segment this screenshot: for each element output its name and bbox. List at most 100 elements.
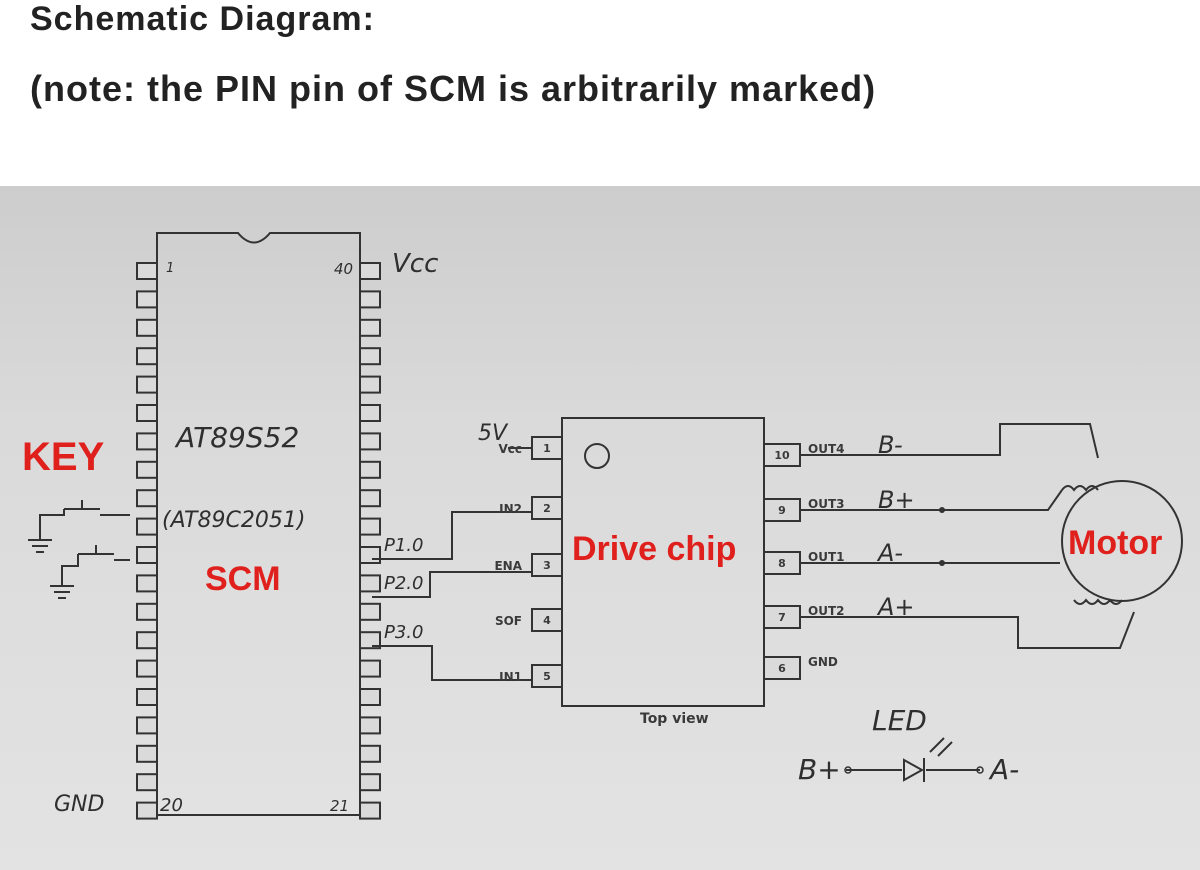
scm-pin — [359, 602, 381, 621]
scm-pin — [359, 574, 381, 593]
drive-chip-pin-name: GND — [808, 655, 838, 669]
led-right-terminal: A- — [988, 753, 1019, 786]
scm-pin — [136, 460, 158, 479]
drive-chip-label: Drive chip — [572, 530, 736, 568]
scm-pin — [136, 716, 158, 735]
scm-pin — [359, 801, 381, 820]
drive-chip-right-pin — [763, 656, 801, 680]
drive-chip-pin-number: 1 — [543, 442, 551, 455]
scm-pin — [136, 546, 158, 564]
led-left-terminal: B+ — [798, 753, 841, 786]
scm-pin — [136, 432, 158, 451]
scm-chip: 1 40 Vcc 20 21 GND AT89S52 (AT89C2051) S… — [54, 232, 438, 820]
scm-p30-label: P3.0 — [384, 622, 423, 643]
scm-pin — [136, 489, 158, 508]
scm-pin — [359, 262, 381, 280]
led-label: LED — [872, 704, 927, 737]
drive-chip-pin-name: SOF — [495, 614, 522, 628]
drive-chip-pin-name: OUT1 — [808, 550, 844, 564]
scm-pin — [359, 460, 381, 479]
scm-pin — [136, 744, 158, 763]
scm-pin — [136, 262, 158, 280]
scm-model-label: AT89S52 — [174, 421, 299, 454]
scm-pin — [359, 773, 381, 792]
scm-pin-40-number: 40 — [334, 260, 353, 278]
drive-chip-left-pin — [531, 608, 563, 632]
drive-chip-left-pin — [531, 496, 563, 520]
wire-out3 — [800, 489, 1063, 511]
drive-chip-pin-name: Vcc — [498, 442, 522, 456]
wire-p10-in2 — [372, 511, 532, 560]
scm-pin — [359, 631, 381, 650]
scm-pin — [359, 347, 381, 366]
key-switch-2 — [50, 545, 130, 599]
scm-pin — [359, 688, 381, 706]
motor-label: Motor — [1068, 524, 1162, 562]
drive-chip-pin-number: 10 — [774, 449, 790, 462]
schematic-diagram: 1 40 Vcc 20 21 GND AT89S52 (AT89C2051) S… — [22, 232, 1183, 820]
scm-left-pins — [136, 262, 158, 820]
drive-chip-pin-name: ENA — [494, 559, 522, 573]
drive-chip-pin-number: 7 — [778, 611, 786, 624]
led-indicator: LED B+ A- — [798, 704, 1019, 786]
scm-pin — [359, 546, 381, 564]
drive-chip-left-pin — [531, 664, 563, 688]
junction-dot — [939, 560, 945, 566]
scm-pin — [359, 659, 381, 678]
drive-chip-pin-name: IN1 — [499, 670, 522, 684]
drive-chip-pin-number: 2 — [543, 502, 551, 515]
wire-out4 — [800, 423, 1099, 459]
drive-chip-pin-name: OUT3 — [808, 497, 844, 511]
drive-chip-pin-number: 6 — [778, 662, 786, 675]
drive-chip-pin-name: IN2 — [499, 502, 522, 516]
drive-chip-left-pin — [531, 436, 563, 460]
key-switches: KEY — [22, 435, 130, 599]
scm-pin — [359, 318, 381, 337]
scm-pin — [359, 517, 381, 536]
scm-pin — [359, 744, 381, 763]
drive-chip: Drive chip Top view 1Vcc2IN23ENA4SOF5IN1… — [494, 417, 915, 727]
motor: Motor — [1061, 480, 1183, 605]
scm-pin — [359, 290, 381, 309]
scm-pin-20-number: 20 — [160, 795, 183, 816]
scm-pin-21-number: 21 — [330, 797, 349, 815]
wire-out2 — [800, 611, 1135, 649]
led-diode-symbol — [903, 758, 925, 782]
scm-pin — [136, 602, 158, 621]
wire-p30-in1 — [372, 645, 532, 681]
scm-pin — [359, 432, 381, 451]
led-emit-arrows — [929, 737, 953, 757]
scm-p20-label: P2.0 — [384, 573, 423, 594]
junction-dot — [939, 507, 945, 513]
scm-pin — [136, 574, 158, 593]
drive-chip-pin-number: 3 — [543, 559, 551, 572]
key-label: KEY — [22, 435, 105, 479]
scm-p10-label: P1.0 — [384, 535, 423, 556]
drive-chip-pin-name: OUT4 — [808, 442, 844, 456]
motor-coil-bottom — [1073, 598, 1123, 605]
motor-wires — [800, 423, 1135, 649]
scm-alt-model-label: (AT89C2051) — [162, 508, 305, 533]
drive-chip-pin1-marker — [584, 443, 610, 469]
drive-chip-pin-number: 8 — [778, 557, 786, 570]
scm-pin — [136, 773, 158, 792]
control-wires: 5V — [372, 421, 532, 681]
led-terminal-dot — [976, 766, 984, 774]
scm-pin — [136, 631, 158, 650]
scm-pin — [359, 489, 381, 508]
scm-pin — [136, 347, 158, 366]
scm-pin — [136, 517, 158, 536]
wire-p20-ena — [372, 571, 532, 598]
scm-pin — [136, 801, 158, 820]
scm-label: SCM — [205, 560, 281, 598]
schematic-photo: 1 40 Vcc 20 21 GND AT89S52 (AT89C2051) S… — [0, 186, 1200, 870]
page-subtitle-note: (note: the PIN pin of SCM is arbitrarily… — [30, 68, 877, 109]
scm-pin — [136, 659, 158, 678]
scm-pin — [136, 375, 158, 394]
led-terminal-dot — [844, 766, 852, 774]
drive-chip-pin-number: 5 — [543, 670, 551, 683]
motor-coil-top — [1061, 485, 1099, 492]
scm-pin — [136, 688, 158, 706]
